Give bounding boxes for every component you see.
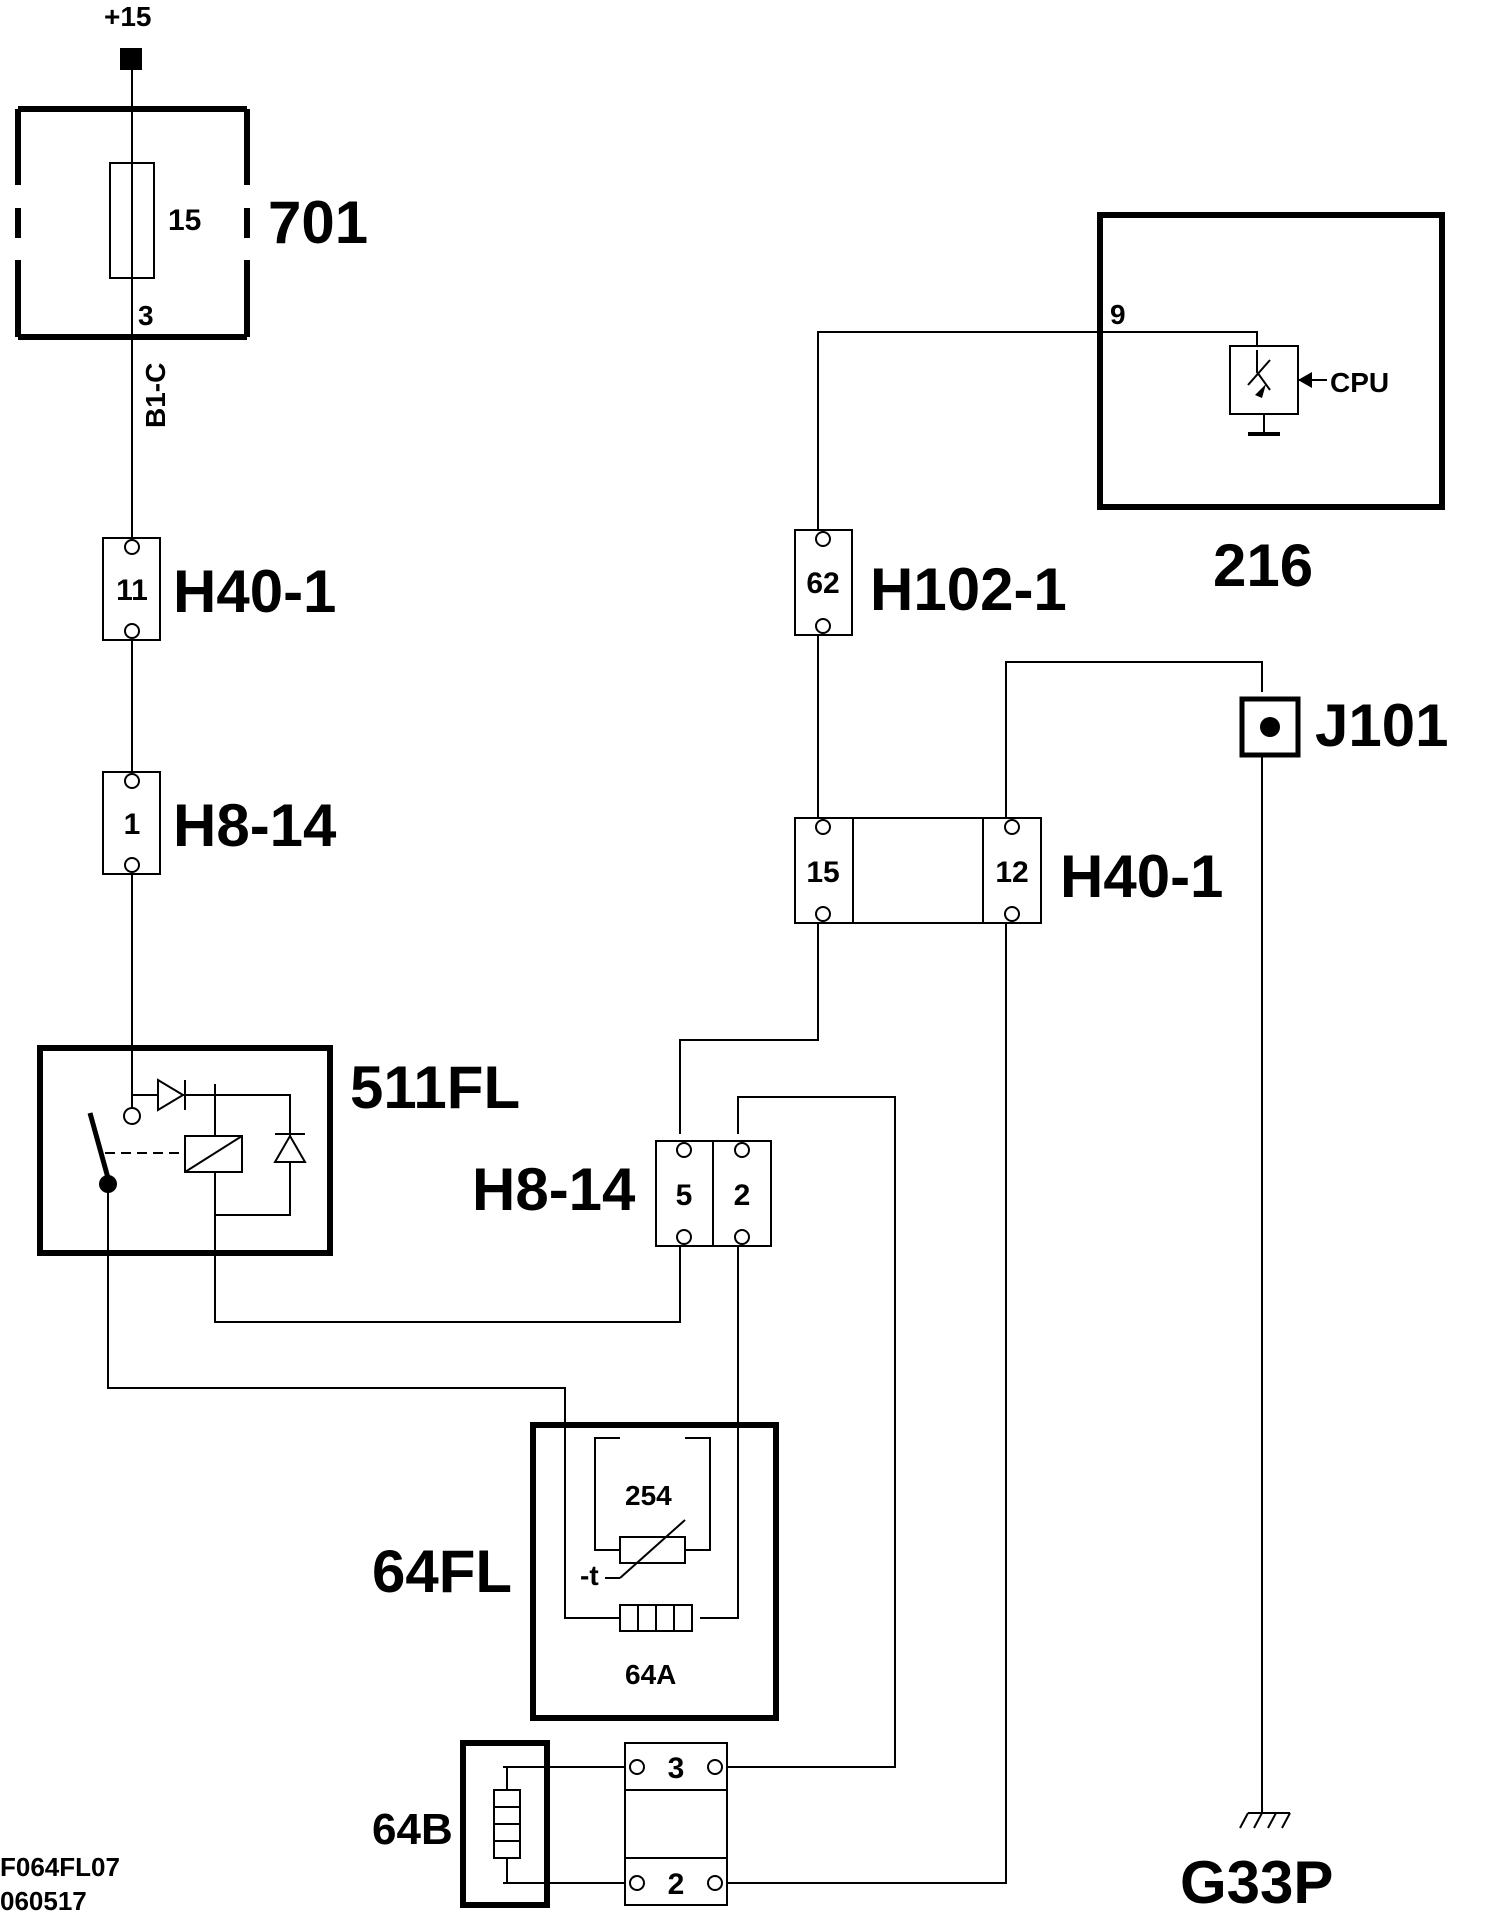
connector-h8-14-top: 1 H8-14 (102, 771, 337, 875)
ground-g33p: G33P (1180, 1812, 1333, 1916)
connector-pin: 15 (806, 856, 839, 889)
connector-label: H40-1 (1060, 843, 1223, 910)
arrow-icon (1298, 372, 1312, 388)
ground-label: G33P (1180, 1849, 1333, 1916)
supply-label: +15 (104, 1, 152, 32)
ecu-216: 9 CPU 216 (1097, 212, 1445, 599)
fuse-value: 15 (168, 204, 201, 237)
connector-label: H8-14 (472, 1156, 636, 1223)
reference-date: 060517 (0, 1886, 87, 1916)
ecu-pin: 9 (1110, 299, 1126, 330)
fuse-pin: 3 (138, 300, 154, 331)
connector-label: H102-1 (870, 556, 1067, 623)
heater-unit-64fl: 254 -t 64A 64FL (372, 1422, 779, 1721)
connector-pin: 5 (676, 1179, 693, 1212)
splice-dot-icon (1260, 717, 1280, 737)
connector-pin: 11 (116, 574, 148, 607)
wire-label: B1-C (140, 363, 171, 428)
supply-terminal: +15 (104, 1, 152, 70)
reference-code: F064FL07 (0, 1852, 120, 1882)
heater-64b: 64B (372, 1740, 550, 1908)
connector-pin: 12 (995, 856, 1028, 889)
connector-pin: 1 (124, 808, 141, 841)
fuse-box-701: 15 3 701 (15, 106, 368, 340)
heater-unit-label: 64FL (372, 1538, 512, 1605)
connector-pin: 2 (734, 1179, 751, 1212)
ecu-label: 216 (1213, 532, 1313, 599)
connector-h40-1-right: 15 12 H40-1 (794, 817, 1223, 924)
switch-contact-icon (87, 1112, 111, 1179)
sensor-label: 254 (625, 1480, 672, 1511)
connector-label: H40-1 (173, 558, 336, 625)
connector-pin: 3 (668, 1752, 685, 1785)
connector-label: H8-14 (173, 792, 337, 859)
element-label: 64A (625, 1659, 676, 1690)
connector-h8-14-mid: 5 2 H8-14 (472, 1140, 772, 1247)
temp-symbol-icon: -t (580, 1560, 599, 1591)
connector-pin: 2 (668, 1868, 685, 1901)
connector-pin: 62 (806, 567, 839, 600)
relay-label: 511FL (350, 1054, 520, 1121)
diode-icon (273, 1133, 307, 1163)
ground-icon (1239, 1812, 1249, 1829)
fuse-box-label: 701 (268, 189, 368, 256)
relay-511fl: 511FL (37, 1045, 520, 1256)
wires (107, 58, 1263, 1884)
diode-icon (157, 1078, 185, 1112)
splice-j101: J101 (1239, 692, 1448, 759)
heater-b-label: 64B (372, 1805, 453, 1854)
cpu-label: CPU (1330, 367, 1389, 398)
connector-h40-1-top: 11 H40-1 (102, 537, 336, 641)
connector-64b: 3 2 (624, 1742, 728, 1906)
splice-label: J101 (1315, 692, 1448, 759)
connector-h102-1: 62 H102-1 (794, 529, 1067, 636)
